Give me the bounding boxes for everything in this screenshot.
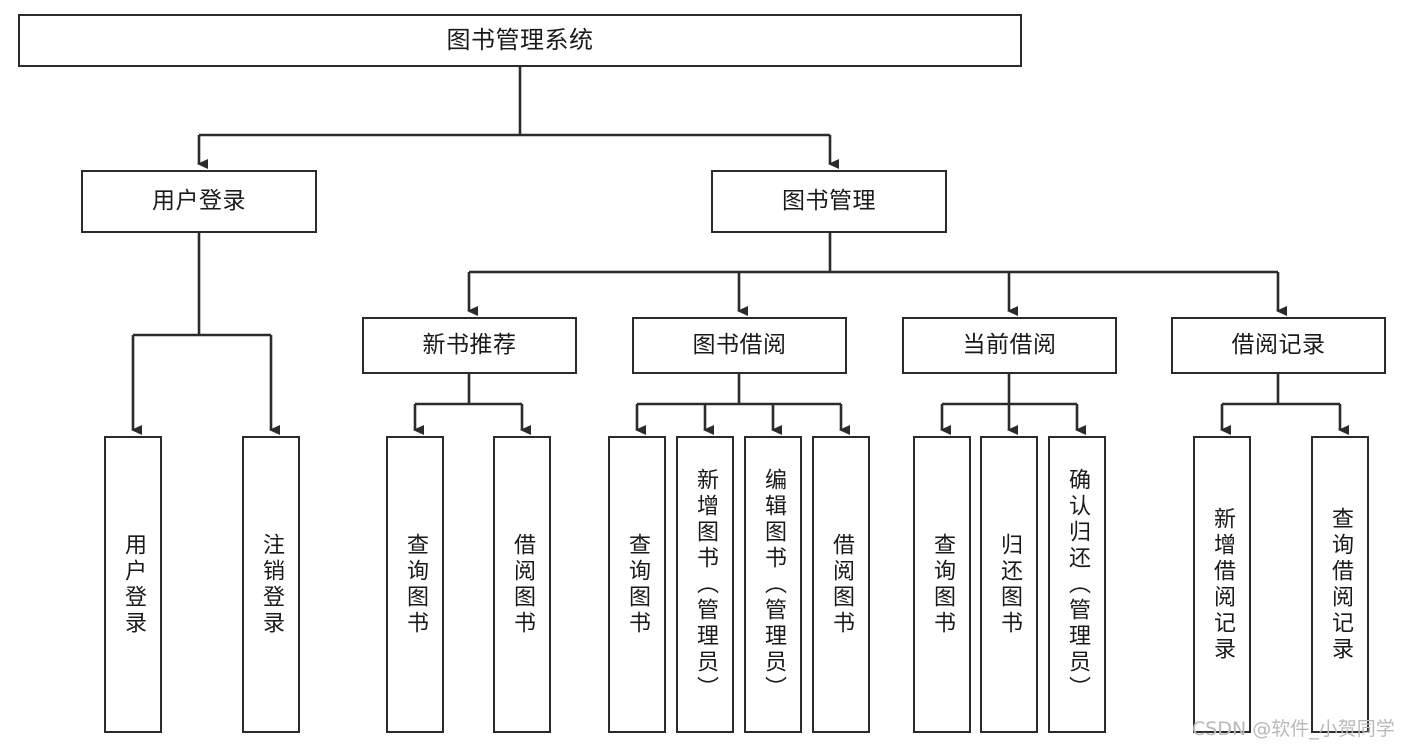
leaf-query-borrow-record-label: 查询借阅记录 [1328, 506, 1353, 663]
node-root-label: 图书管理系统 [446, 26, 594, 55]
leaf-return-book[interactable]: 归还图书 [980, 436, 1038, 733]
leaf-add-book-admin-label: 新增图书（管理员） [693, 467, 718, 702]
node-current-borrow-label: 当前借阅 [962, 331, 1057, 358]
leaf-confirm-return-admin[interactable]: 确认归还（管理员） [1048, 436, 1106, 733]
node-root[interactable]: 图书管理系统 [18, 14, 1022, 67]
node-borrow-record-label: 借阅记录 [1231, 331, 1326, 358]
leaf-new-book-borrow-book-label: 借阅图书 [510, 532, 535, 637]
node-user-login[interactable]: 用户登录 [81, 170, 317, 233]
leaf-logout[interactable]: 注销登录 [242, 436, 300, 733]
node-current-borrow[interactable]: 当前借阅 [902, 317, 1117, 374]
leaf-current-query-book[interactable]: 查询图书 [913, 436, 971, 733]
leaf-new-book-query-book[interactable]: 查询图书 [386, 436, 444, 733]
leaf-logout-label: 注销登录 [259, 532, 284, 637]
leaf-confirm-return-admin-label: 确认归还（管理员） [1065, 467, 1090, 702]
leaf-borrow-book-label: 借阅图书 [829, 532, 854, 637]
leaf-user-login-label: 用户登录 [121, 532, 146, 637]
leaf-add-borrow-record[interactable]: 新增借阅记录 [1193, 436, 1251, 733]
leaf-borrow-book[interactable]: 借阅图书 [812, 436, 870, 733]
leaf-new-book-query-book-label: 查询图书 [403, 532, 428, 637]
leaf-edit-book-admin-label: 编辑图书（管理员） [761, 467, 786, 702]
leaf-add-borrow-record-label: 新增借阅记录 [1210, 506, 1235, 663]
node-new-book-recommend-label: 新书推荐 [422, 331, 517, 358]
node-book-borrow-label: 图书借阅 [692, 331, 787, 358]
leaf-current-query-book-label: 查询图书 [930, 532, 955, 637]
leaf-return-book-label: 归还图书 [997, 532, 1022, 637]
leaf-edit-book-admin[interactable]: 编辑图书（管理员） [744, 436, 802, 733]
leaf-user-login[interactable]: 用户登录 [104, 436, 162, 733]
leaf-query-borrow-record[interactable]: 查询借阅记录 [1311, 436, 1369, 733]
leaf-add-book-admin[interactable]: 新增图书（管理员） [676, 436, 734, 733]
node-book-manage-label: 图书管理 [782, 187, 876, 214]
leaf-borrow-query-book[interactable]: 查询图书 [608, 436, 666, 733]
node-user-login-label: 用户登录 [152, 187, 246, 214]
leaf-new-book-borrow-book[interactable]: 借阅图书 [493, 436, 551, 733]
watermark-text: CSDN @软件_小贺同学 [1192, 718, 1395, 740]
leaf-borrow-query-book-label: 查询图书 [625, 532, 650, 637]
node-borrow-record[interactable]: 借阅记录 [1171, 317, 1386, 374]
node-book-borrow[interactable]: 图书借阅 [632, 317, 847, 374]
node-book-manage[interactable]: 图书管理 [711, 170, 947, 233]
node-new-book-recommend[interactable]: 新书推荐 [362, 317, 577, 374]
